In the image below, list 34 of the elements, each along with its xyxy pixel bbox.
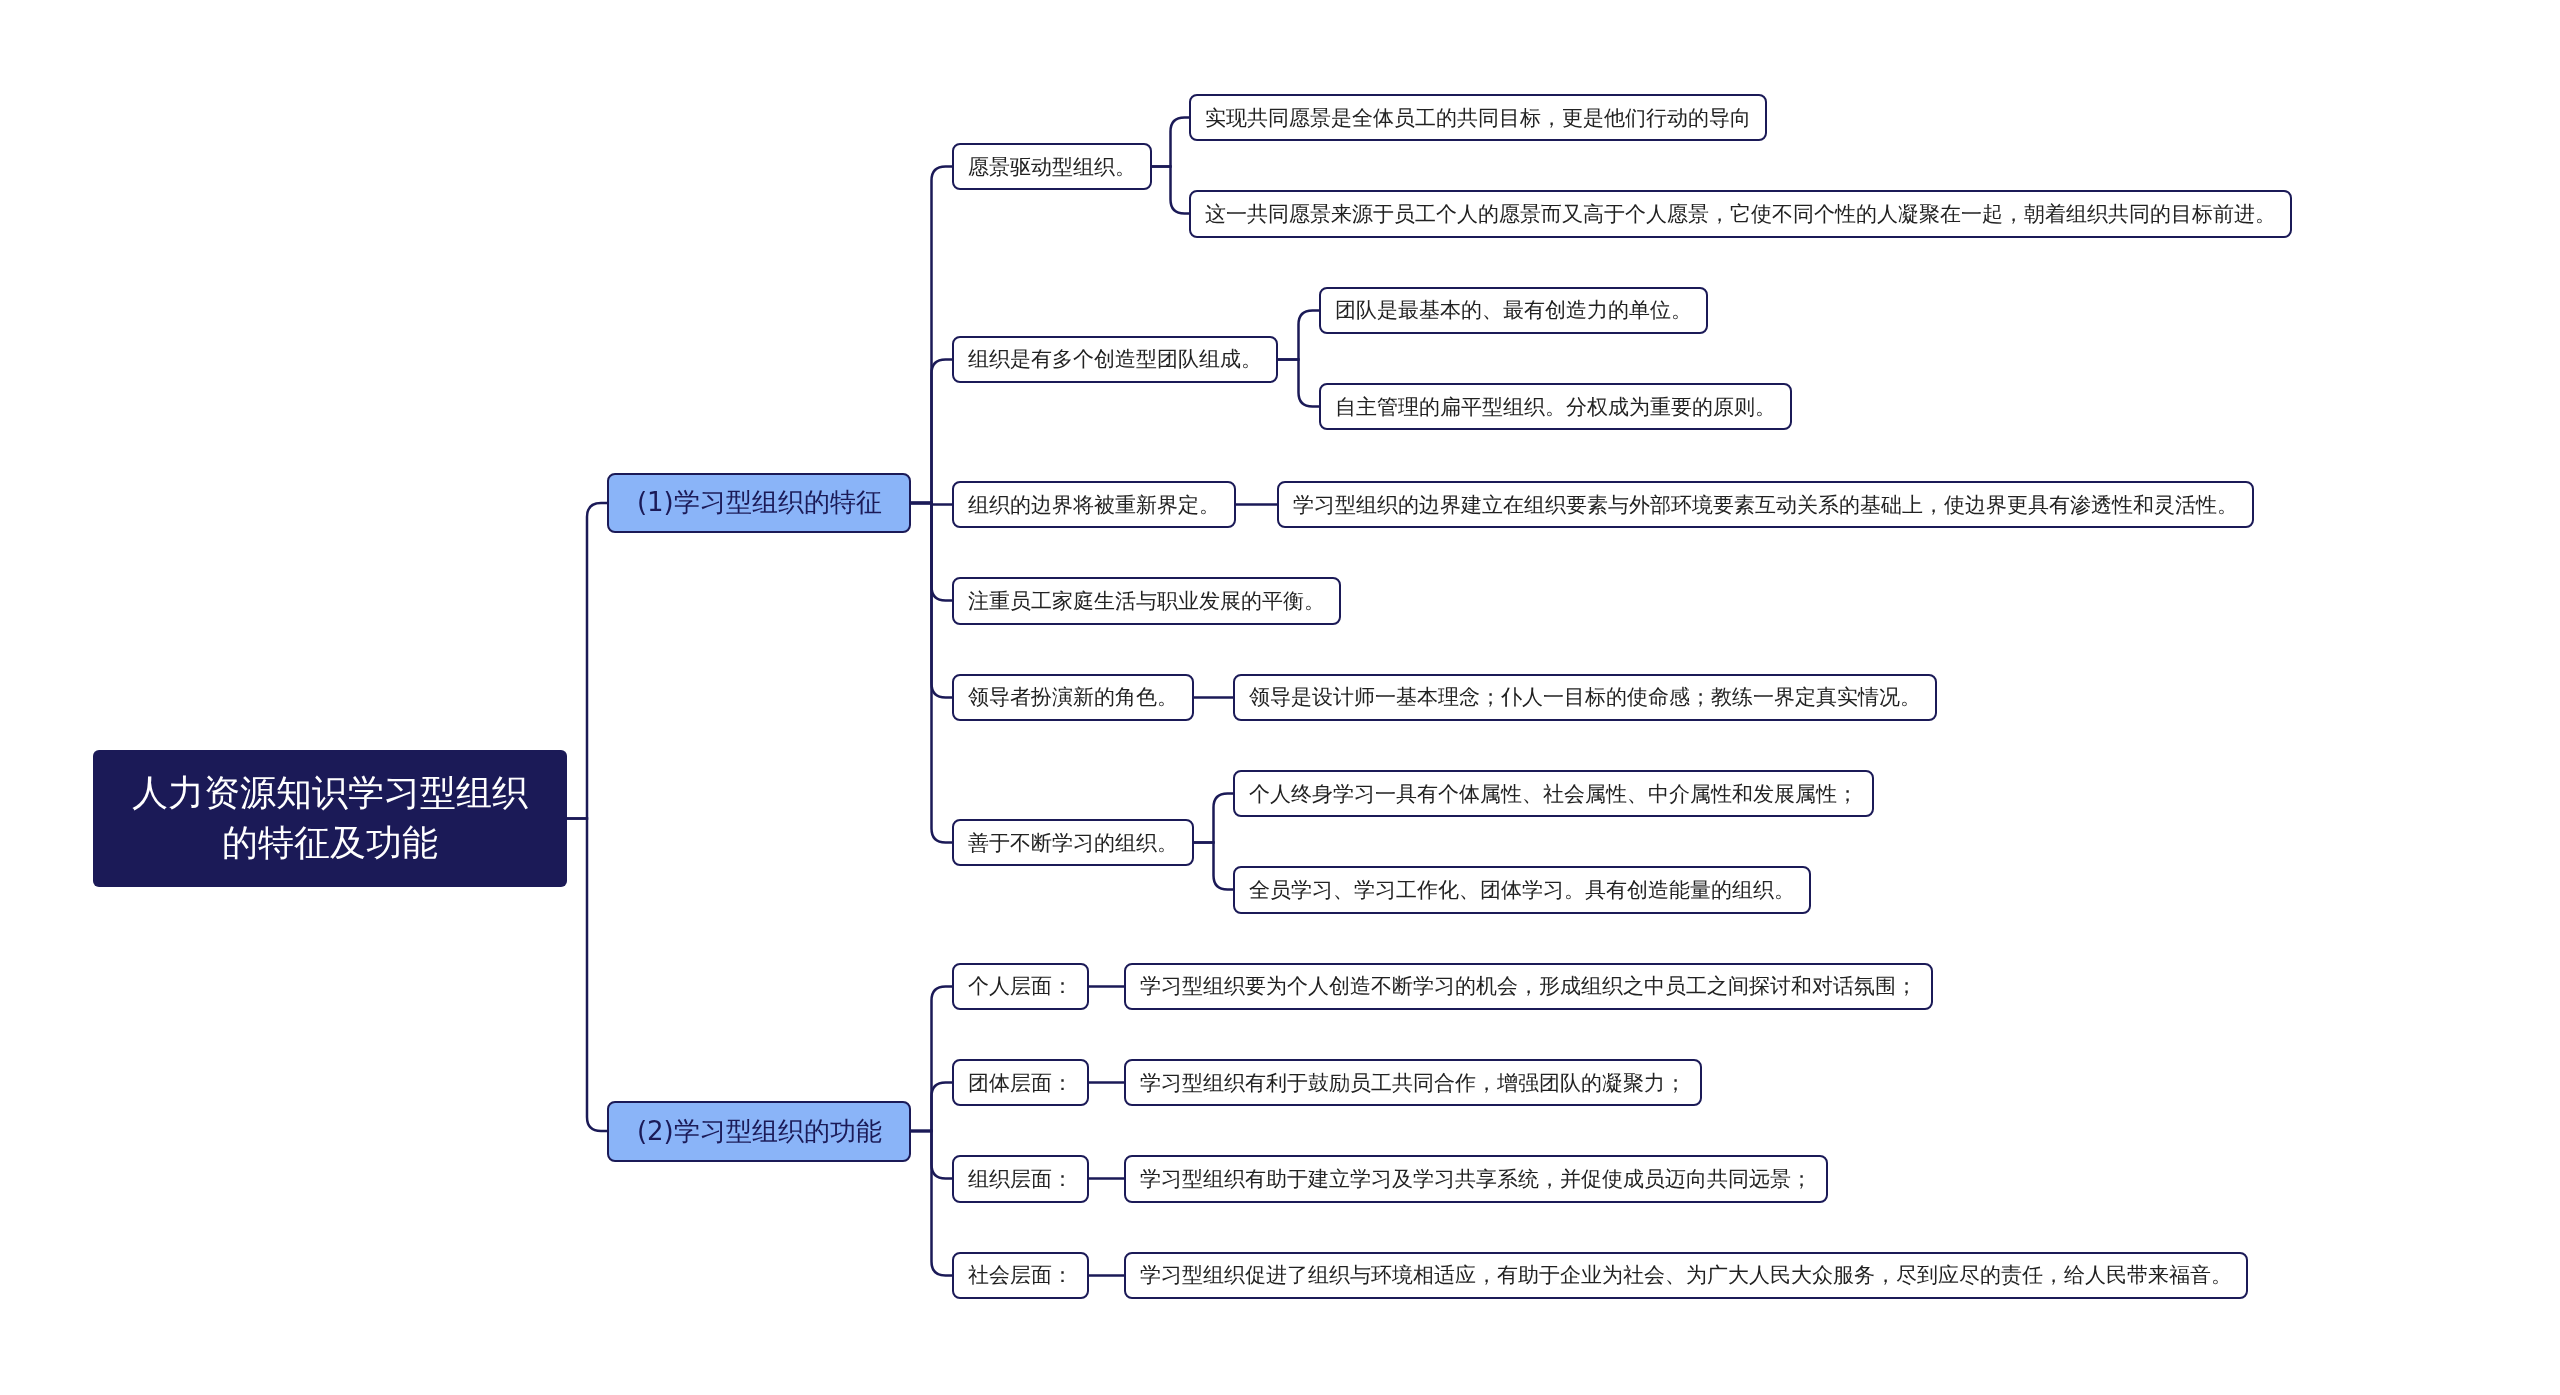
root-topic: 人力资源知识学习型组织的特征及功能 (93, 749, 567, 887)
subtopic: 善于不断学习的组织。 (952, 818, 1195, 867)
connector-line (1152, 165, 1189, 215)
connector-line (1089, 1081, 1124, 1084)
detail-topic: 学习型组织要为个人创造不断学习的机会，形成组织之中员工之间探讨和对话氛围； (1123, 962, 1933, 1010)
main-topic: (2)学习型组织的功能 (607, 1101, 912, 1162)
detail-topic: 学习型组织有助于建立学习及学习共享系统，并促使成员迈向共同远景； (1123, 1155, 1828, 1203)
main-topic: (1)学习型组织的特征 (607, 472, 912, 534)
connector-line (1089, 1274, 1124, 1277)
detail-topic: 学习型组织有利于鼓励员工共同合作，增强团队的凝聚力； (1123, 1059, 1702, 1107)
connector-line (1194, 696, 1233, 699)
detail-topic: 团队是最基本的、最有创造力的单位。 (1319, 286, 1709, 334)
detail-topic: 领导是设计师一基本理念；仆人一目标的使命感；教练一界定真实情况。 (1232, 673, 1937, 721)
subtopic: 组织的边界将被重新界定。 (952, 480, 1237, 529)
detail-topic: 自主管理的扁平型组织。分权成为重要的原则。 (1319, 382, 1793, 431)
connector-line (1089, 985, 1124, 988)
subtopic: 社会层面： (952, 1251, 1090, 1300)
connector-line (1194, 841, 1233, 891)
detail-topic: 学习型组织促进了组织与环境相适应，有助于企业为社会、为广大人民大众服务，尽到应尽的责任，给人民带来福音。 (1123, 1251, 2248, 1300)
detail-topic: 学习型组织的边界建立在组织要素与外部环境要素互动关系的基础上，使边界更具有渗透性和灵活性。 (1277, 480, 2254, 529)
detail-topic: 实现共同愿景是全体员工的共同目标，更是他们行动的导向 (1188, 93, 1767, 142)
detail-topic: 全员学习、学习工作化、团体学习。具有创造能量的组织。 (1232, 866, 1811, 914)
detail-topic: 这一共同愿景来源于员工个人的愿景而又高于个人愿景，它使不同个性的人凝聚在一起，朝着组织共同的目标前进。 (1188, 190, 2292, 238)
detail-topic: 个人终身学习一具有个体属性、社会属性、中介属性和发展属性； (1232, 769, 1874, 818)
subtopic: 团体层面： (952, 1059, 1090, 1107)
subtopic: 愿景驱动型组织。 (952, 142, 1153, 191)
subtopic: 个人层面： (952, 962, 1090, 1010)
connector-line (1278, 358, 1319, 408)
connector-line (1089, 1177, 1124, 1180)
subtopic: 组织层面： (952, 1155, 1090, 1203)
subtopic: 领导者扮演新的角色。 (952, 673, 1195, 721)
connector-line (1236, 503, 1277, 506)
subtopic: 注重员工家庭生活与职业发展的平衡。 (952, 577, 1342, 625)
subtopic: 组织是有多个创造型团队组成。 (952, 335, 1279, 383)
